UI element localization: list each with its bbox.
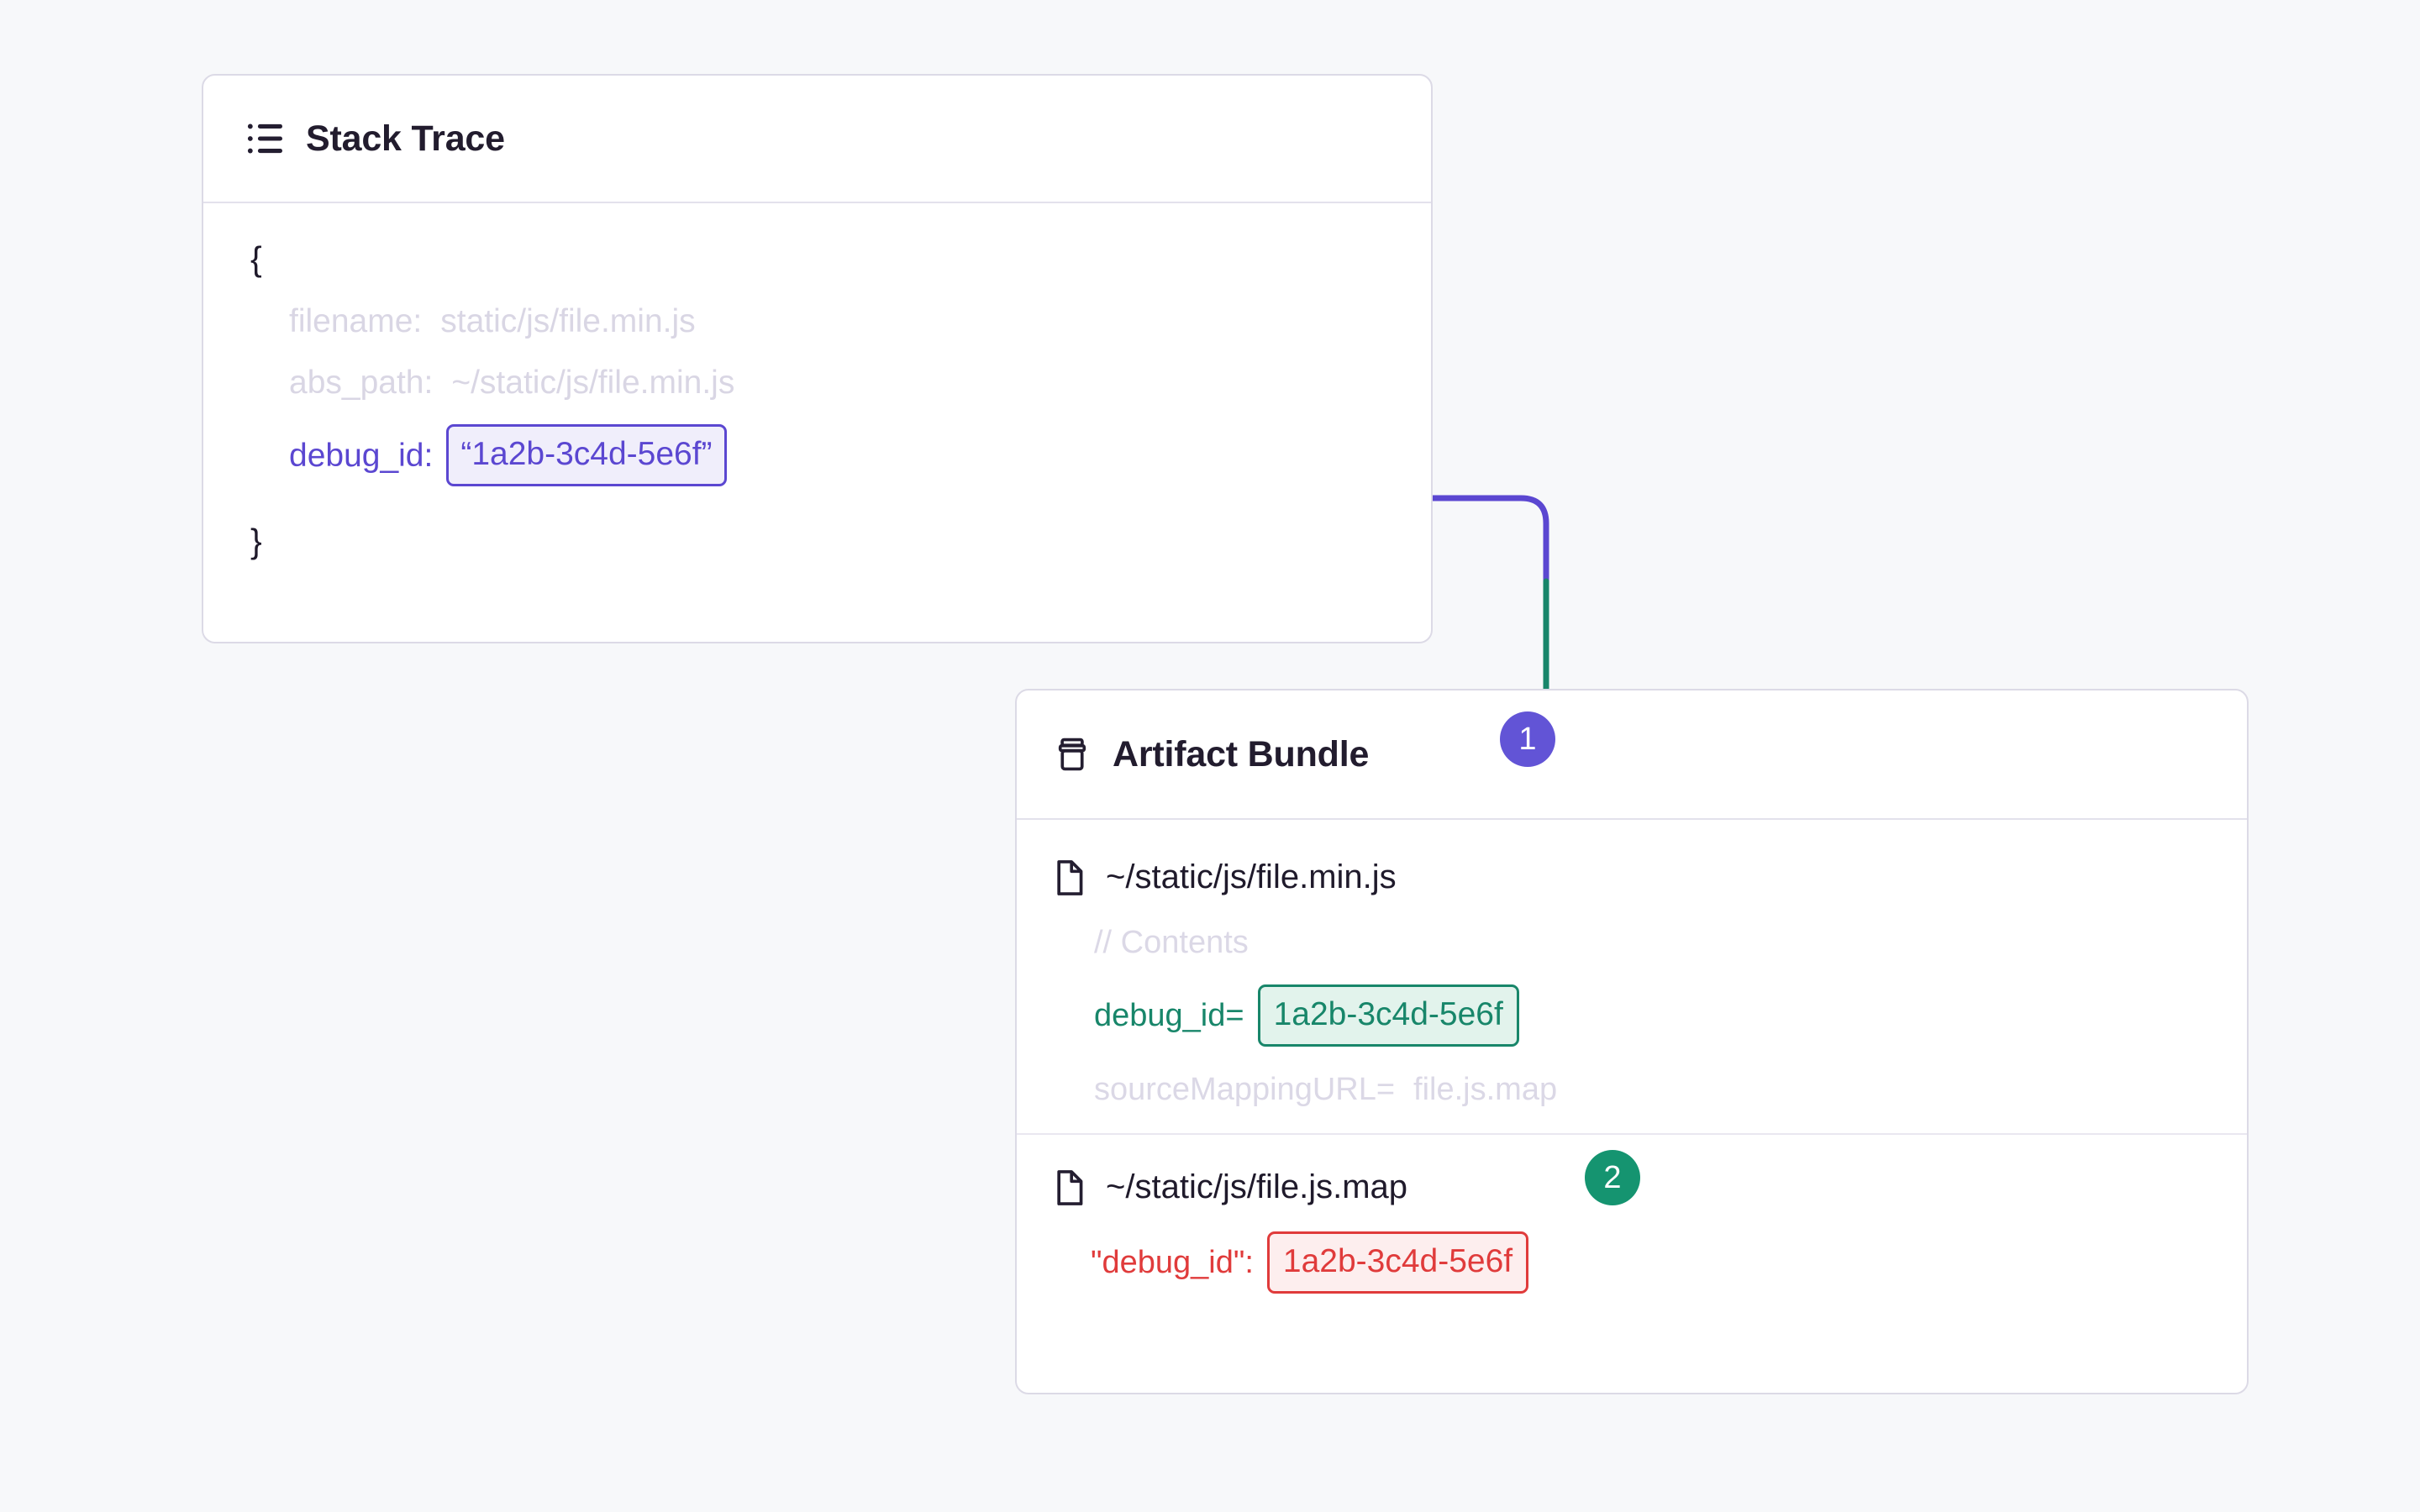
source-map-path: ~/static/js/file.js.map bbox=[1106, 1168, 1408, 1205]
minified-source-sourcemapping-line: sourceMappingURL= file.js.map bbox=[1017, 1072, 2247, 1108]
stack-trace-panel: Stack Trace { filename: static/js/file.m… bbox=[202, 74, 1433, 643]
stack-trace-debug-id-value[interactable]: “1a2b-3c4d-5e6f” bbox=[446, 424, 727, 486]
filename-key: filename: bbox=[289, 303, 423, 339]
stack-trace-title: Stack Trace bbox=[306, 118, 505, 159]
abs-path-value: ~/static/js/file.min.js bbox=[451, 365, 735, 401]
json-close-brace: } bbox=[250, 522, 262, 560]
artifact-bundle-panel: Artifact Bundle ~/static/js/file.min.js … bbox=[1015, 689, 2249, 1394]
filename-value: static/js/file.min.js bbox=[440, 303, 696, 339]
minified-source-file-row[interactable]: ~/static/js/file.min.js bbox=[1017, 858, 2247, 896]
stack-trace-header-divider bbox=[203, 202, 1431, 203]
archive-box-icon bbox=[1054, 736, 1091, 773]
sourcemappingurl-key: sourceMappingURL= bbox=[1094, 1072, 1396, 1107]
debug-id-key: debug_id: bbox=[289, 437, 434, 474]
stack-frame-field-abs-path: abs_path: ~/static/js/file.min.js bbox=[203, 366, 1431, 399]
source-map-debug-id-line: "debug_id": 1a2b-3c4d-5e6f bbox=[1017, 1231, 2247, 1294]
step-badge-1: 1 bbox=[1500, 711, 1555, 767]
minified-source-debug-id-value[interactable]: 1a2b-3c4d-5e6f bbox=[1257, 984, 1519, 1047]
minified-source-path: ~/static/js/file.min.js bbox=[1106, 858, 1397, 895]
source-map-file-row[interactable]: ~/static/js/file.js.map bbox=[1017, 1168, 2247, 1206]
step-badge-2: 2 bbox=[1585, 1150, 1640, 1205]
json-open-brace: { bbox=[250, 239, 262, 278]
artifact-bundle-title: Artifact Bundle bbox=[1113, 733, 1370, 774]
sourcemappingurl-value: file.js.map bbox=[1413, 1072, 1558, 1107]
minified-source-contents-comment: // Contents bbox=[1094, 925, 1249, 960]
bundle-file-source-map: ~/static/js/file.js.map "debug_id": 1a2b… bbox=[1017, 1135, 2247, 1294]
file-icon bbox=[1054, 1169, 1086, 1206]
minified-debug-id-key: debug_id= bbox=[1094, 997, 1244, 1033]
source-map-debug-id-value[interactable]: 1a2b-3c4d-5e6f bbox=[1266, 1231, 1529, 1294]
artifact-bundle-header: Artifact Bundle bbox=[1017, 690, 2247, 818]
stack-trace-body: { filename: static/js/file.min.js abs_pa… bbox=[203, 203, 1431, 561]
list-icon bbox=[247, 122, 284, 155]
stack-frame-field-filename: filename: static/js/file.min.js bbox=[203, 305, 1431, 338]
stack-trace-header: Stack Trace bbox=[203, 76, 1431, 202]
bundle-file-divider bbox=[1017, 1133, 2247, 1135]
abs-path-key: abs_path: bbox=[289, 365, 434, 401]
file-icon bbox=[1054, 859, 1086, 896]
minified-source-debug-id-line: debug_id= 1a2b-3c4d-5e6f bbox=[1017, 984, 2247, 1047]
source-map-debug-id-key: "debug_id": bbox=[1091, 1244, 1254, 1280]
bundle-file-minified-source: ~/static/js/file.min.js // Contents debu… bbox=[1017, 820, 2247, 1133]
artifact-bundle-header-divider bbox=[1017, 818, 2247, 820]
stack-frame-field-debug-id: debug_id: “1a2b-3c4d-5e6f” bbox=[203, 424, 1431, 486]
